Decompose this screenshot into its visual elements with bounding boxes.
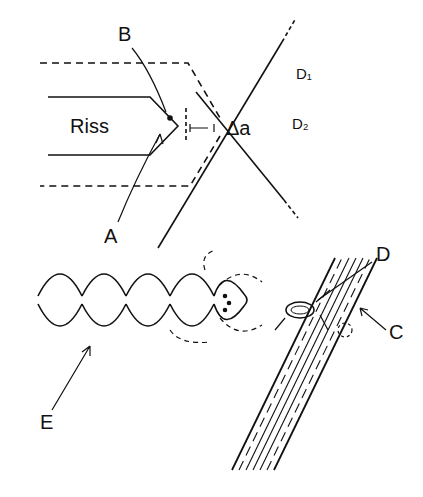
plastic-zone — [40, 63, 220, 186]
dot — [228, 302, 231, 305]
point-label: A — [104, 226, 117, 246]
void-slip — [275, 290, 330, 330]
leader-b — [132, 48, 166, 112]
slip-line-d2-end — [284, 200, 298, 218]
leader-e — [52, 346, 90, 410]
dot — [224, 295, 227, 298]
slip-line-d1 — [158, 42, 282, 248]
void-inner — [291, 306, 309, 314]
slip-band — [232, 258, 377, 470]
tip-zone-bottom — [220, 274, 262, 331]
slip-line-label: D₁ — [296, 66, 312, 81]
void-loop — [38, 274, 247, 326]
slip-band-line — [253, 258, 356, 470]
leader-c — [360, 308, 386, 330]
slip-band-line — [267, 258, 370, 470]
slip-band-line — [246, 258, 349, 470]
part-label: D — [376, 244, 390, 264]
leader-a — [118, 134, 160, 222]
tip-mark — [185, 108, 187, 142]
slip-line-d1-end — [282, 18, 296, 42]
slip-line-label: D₂ — [292, 116, 309, 131]
void-chain — [38, 274, 247, 326]
slip-band-line — [274, 258, 377, 470]
crack-growth-label: Δa — [226, 118, 250, 138]
point-b — [168, 116, 172, 120]
part-label: E — [40, 412, 53, 432]
slip-line-d2 — [196, 92, 284, 200]
part-label: C — [389, 322, 403, 342]
leader-a-head — [156, 134, 163, 144]
delta-a-dimension — [190, 124, 214, 132]
slip-band-line — [239, 258, 342, 470]
dot — [224, 309, 227, 312]
nucleus-c — [338, 323, 352, 337]
crack-outline — [48, 97, 178, 155]
leader-d — [318, 262, 372, 300]
crack-label: Riss — [70, 116, 109, 136]
tip-zone-arcs — [170, 250, 215, 343]
void — [286, 302, 314, 318]
point-label: B — [118, 24, 131, 44]
slip-band-line — [232, 258, 335, 470]
slip-band-line — [260, 258, 363, 470]
